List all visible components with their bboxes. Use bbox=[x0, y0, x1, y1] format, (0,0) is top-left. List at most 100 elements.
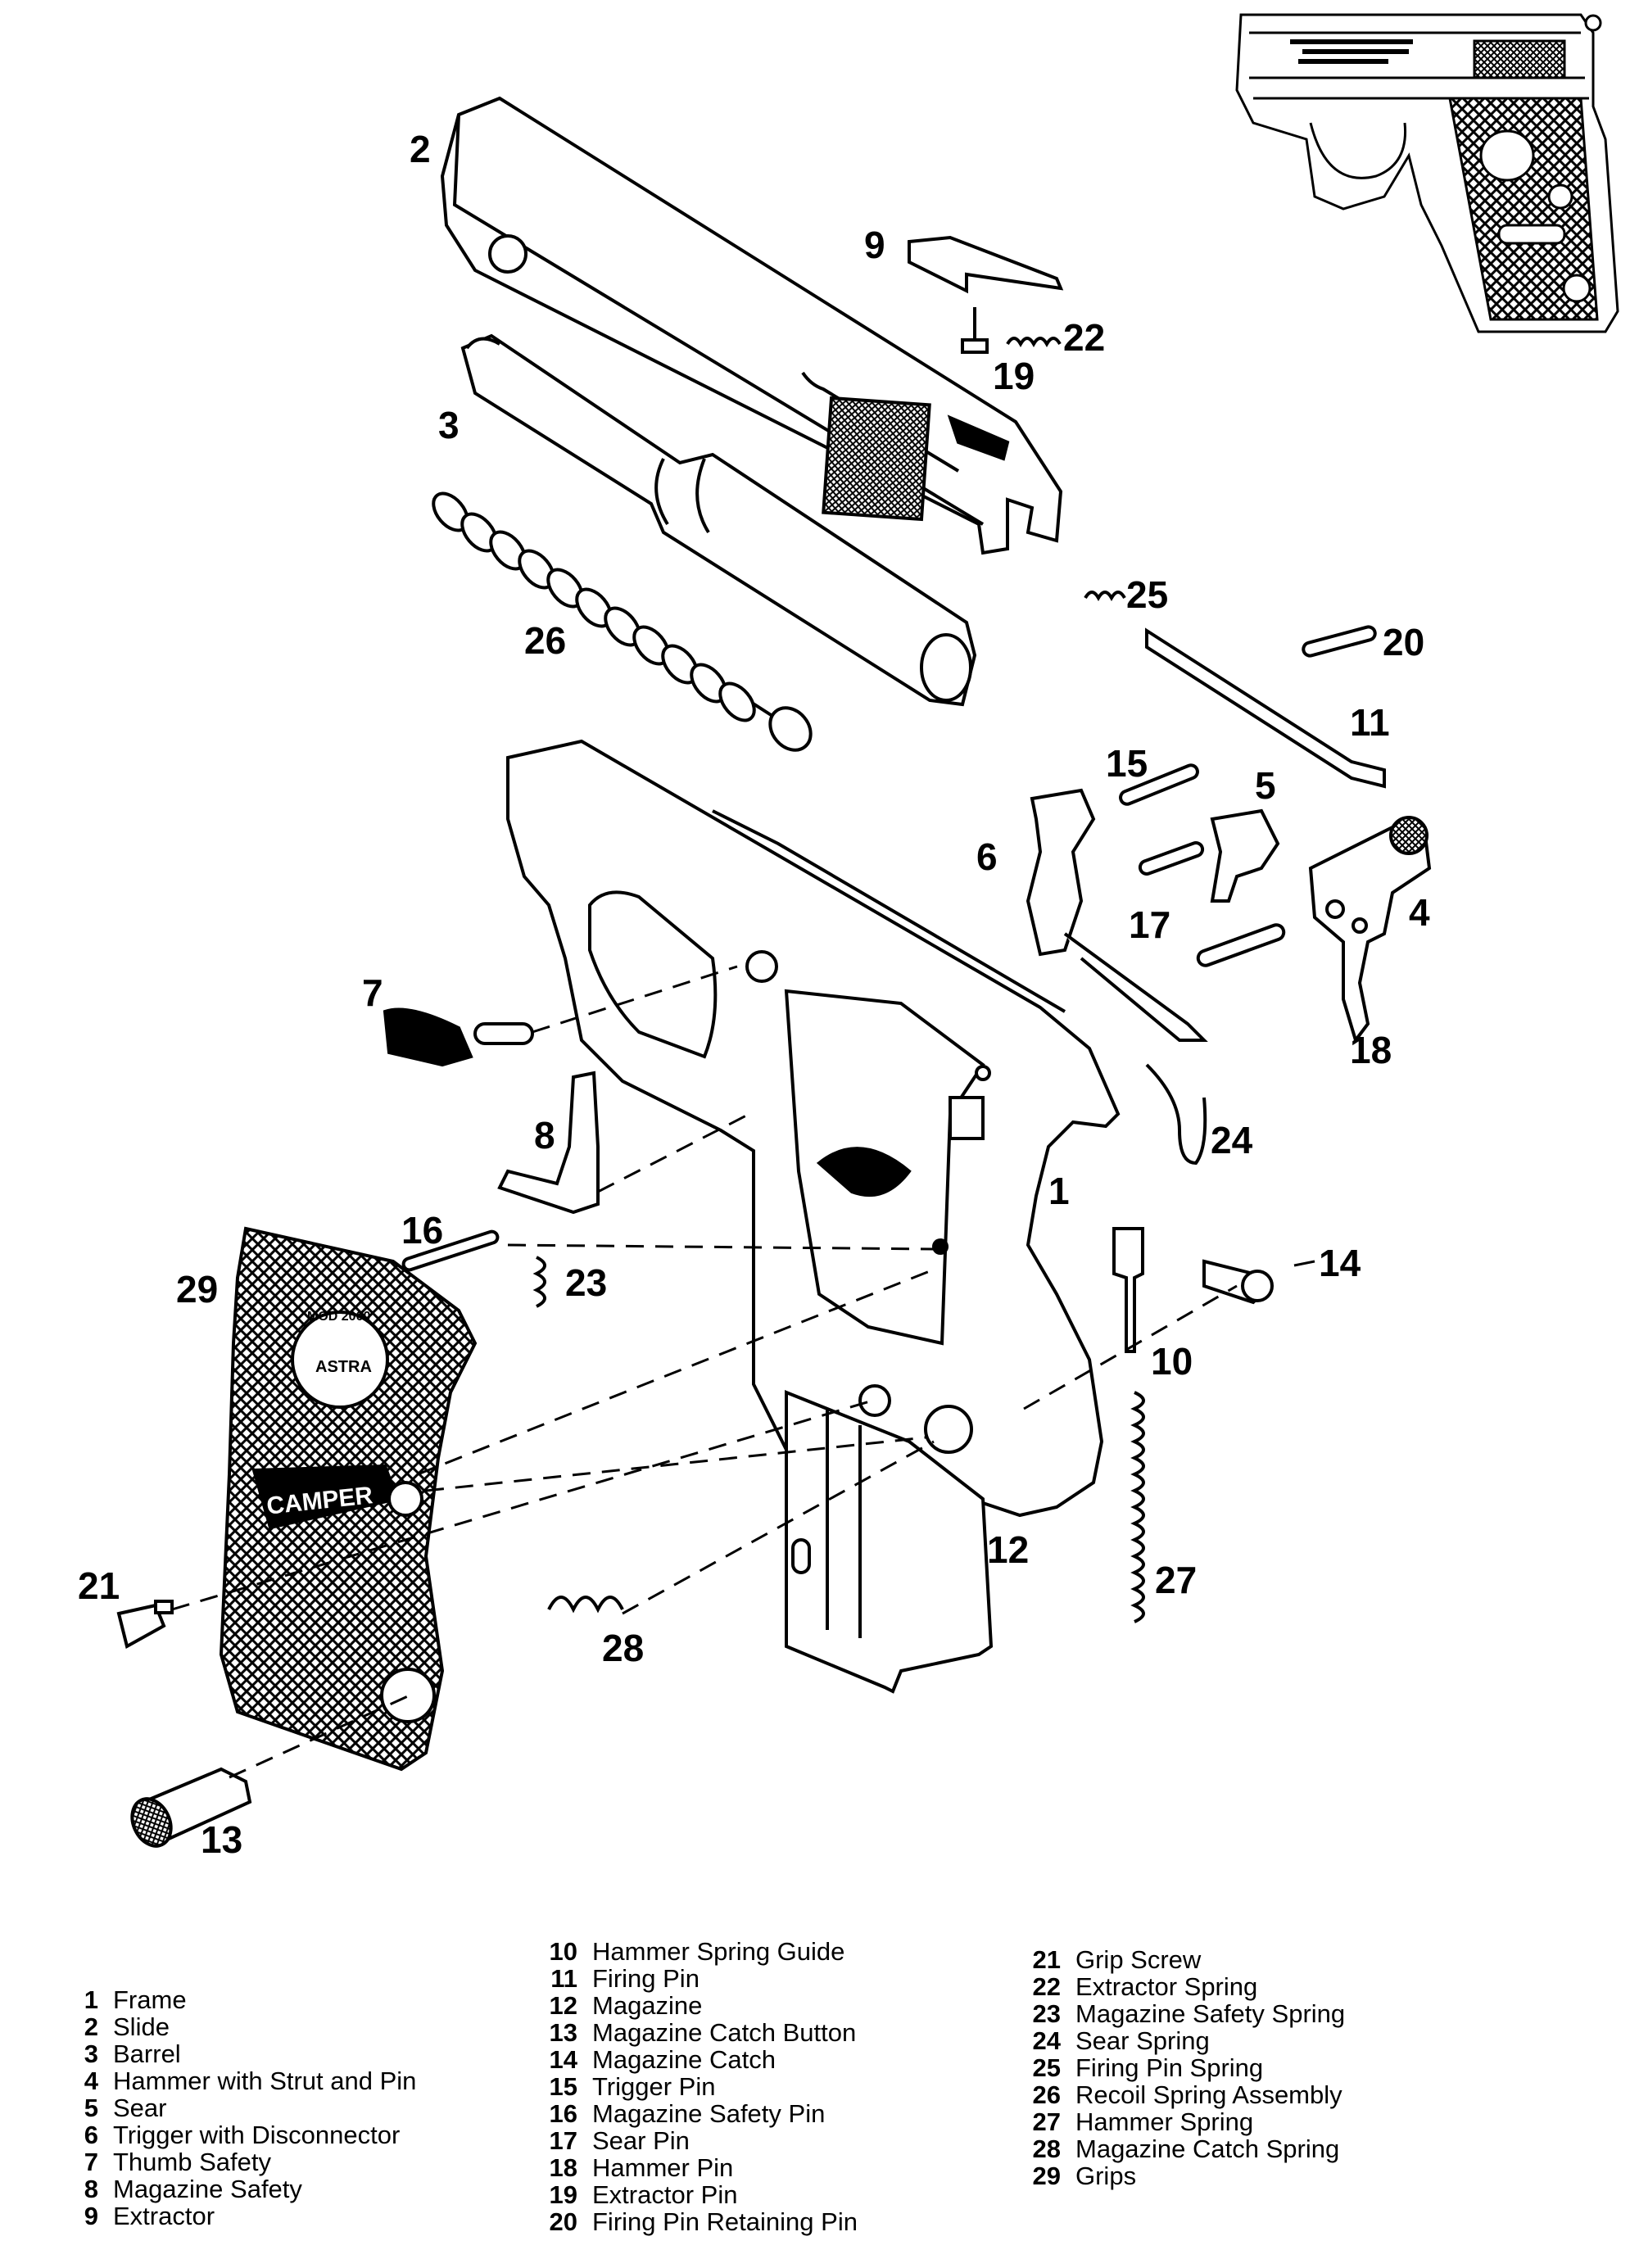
firing-pin-spring-part bbox=[1084, 591, 1126, 602]
legend-label: Hammer Spring bbox=[1075, 2107, 1254, 2136]
magazine-safety-spring-part bbox=[532, 1256, 546, 1308]
legend-item: 12 Magazine bbox=[545, 1992, 858, 2019]
legend-label: Magazine bbox=[592, 1991, 703, 2020]
callout-22: 22 bbox=[1063, 316, 1105, 359]
legend-label: Firing Pin bbox=[592, 1964, 700, 1993]
hammer-spring-guide-part bbox=[1112, 1227, 1144, 1353]
sear-part bbox=[1210, 808, 1280, 903]
legend-number: 6 bbox=[84, 2121, 98, 2149]
legend-label: Firing Pin Retaining Pin bbox=[592, 2207, 858, 2236]
callout-2: 2 bbox=[410, 128, 431, 170]
legend-number: 9 bbox=[84, 2202, 98, 2230]
legend-item: 10 Hammer Spring Guide bbox=[545, 1938, 858, 1965]
hammer-spring-part bbox=[1130, 1391, 1145, 1623]
callout-23: 23 bbox=[565, 1261, 607, 1304]
legend-label: Extractor Spring bbox=[1075, 1972, 1258, 2001]
grip-brand-text: ASTRA bbox=[315, 1358, 372, 1376]
legend-number: 17 bbox=[549, 2126, 577, 2155]
legend-item: 14 Magazine Catch bbox=[545, 2046, 858, 2073]
legend-item: 28 Magazine Catch Spring bbox=[1028, 2135, 1345, 2162]
callout-11: 11 bbox=[1350, 701, 1390, 744]
grip-model-text: MOD 2000 bbox=[307, 1310, 370, 1324]
callout-12: 12 bbox=[987, 1528, 1029, 1571]
legend-label: Extractor Pin bbox=[592, 2180, 738, 2209]
grip-part: MOD 2000 ASTRA CAMPER bbox=[219, 1226, 478, 1772]
legend-number: 24 bbox=[1032, 2026, 1061, 2055]
trigger-pin-part bbox=[1119, 763, 1199, 806]
callout-7: 7 bbox=[362, 971, 383, 1014]
callout-27: 27 bbox=[1155, 1559, 1197, 1601]
callout-9: 9 bbox=[864, 224, 885, 266]
legend-label: Sear bbox=[113, 2094, 167, 2122]
trigger-part bbox=[1026, 788, 1096, 957]
legend-label: Hammer Spring Guide bbox=[592, 1937, 845, 1966]
assembled-pistol-inset bbox=[1235, 13, 1619, 333]
legend-label: Magazine Catch Spring bbox=[1075, 2134, 1340, 2163]
legend-label: Sear Spring bbox=[1075, 2026, 1210, 2055]
legend-label: Recoil Spring Assembly bbox=[1075, 2080, 1342, 2109]
legend-number: 14 bbox=[549, 2045, 577, 2074]
legend-item: 9 Extractor bbox=[66, 2202, 416, 2230]
legend-number: 21 bbox=[1032, 1945, 1061, 1974]
legend-number: 4 bbox=[84, 2067, 98, 2095]
legend-number: 18 bbox=[549, 2153, 577, 2182]
legend-number: 13 bbox=[549, 2018, 577, 2047]
firing-pin-part bbox=[1145, 627, 1386, 789]
grip-screw-part bbox=[116, 1603, 166, 1650]
legend-number: 5 bbox=[84, 2094, 98, 2122]
legend-number: 12 bbox=[549, 1991, 577, 2020]
legend-label: Extractor bbox=[113, 2202, 215, 2230]
callout-17: 17 bbox=[1129, 903, 1170, 946]
legend-label: Hammer with Strut and Pin bbox=[113, 2067, 417, 2095]
legend-label: Barrel bbox=[113, 2039, 181, 2068]
callout-1: 1 bbox=[1048, 1170, 1070, 1212]
legend-number: 3 bbox=[84, 2039, 98, 2068]
legend-label: Magazine Catch bbox=[592, 2045, 777, 2074]
legend-item: 26 Recoil Spring Assembly bbox=[1028, 2081, 1345, 2108]
callout-6: 6 bbox=[976, 835, 998, 878]
firing-pin-retaining-pin-part bbox=[1302, 625, 1377, 658]
legend-label: Thumb Safety bbox=[113, 2148, 271, 2176]
magazine-safety-pin-part bbox=[401, 1229, 500, 1272]
magazine-part bbox=[785, 1390, 994, 1694]
legend-number: 1 bbox=[84, 1985, 98, 2014]
legend-number: 25 bbox=[1032, 2053, 1061, 2082]
callout-20: 20 bbox=[1383, 621, 1424, 663]
callout-18: 18 bbox=[1350, 1029, 1392, 1071]
sear-spring-part bbox=[1145, 1063, 1207, 1166]
hammer-pin-part bbox=[1196, 923, 1286, 967]
legend-item: 24 Sear Spring bbox=[1028, 2027, 1345, 2054]
magazine-catch-spring-part bbox=[547, 1596, 624, 1614]
legend-number: 7 bbox=[84, 2148, 98, 2176]
recoil-spring-part bbox=[432, 491, 813, 752]
legend-item: 27 Hammer Spring bbox=[1028, 2108, 1345, 2135]
callout-3: 3 bbox=[438, 404, 460, 446]
callout-labels: 1 2 3 4 5 6 7 8 9 10 11 12 13 14 15 16 1… bbox=[78, 128, 1430, 1861]
legend-label: Magazine Safety Pin bbox=[592, 2099, 826, 2128]
legend-number: 28 bbox=[1032, 2134, 1061, 2163]
hammer-part bbox=[1308, 825, 1432, 1044]
legend-item: 7 Thumb Safety bbox=[66, 2148, 416, 2175]
barrel-part bbox=[460, 333, 977, 707]
legend-item: 5 Sear bbox=[66, 2094, 416, 2121]
callout-5: 5 bbox=[1255, 764, 1276, 807]
legend-number: 10 bbox=[549, 1937, 577, 1966]
legend-number: 27 bbox=[1032, 2107, 1061, 2136]
legend-number: 26 bbox=[1032, 2080, 1061, 2109]
assembly-lines bbox=[171, 965, 1315, 1779]
frame-part bbox=[506, 739, 1121, 1518]
legend-number: 2 bbox=[84, 2012, 98, 2041]
callout-19: 19 bbox=[993, 355, 1035, 397]
extractor-part bbox=[908, 235, 1064, 294]
